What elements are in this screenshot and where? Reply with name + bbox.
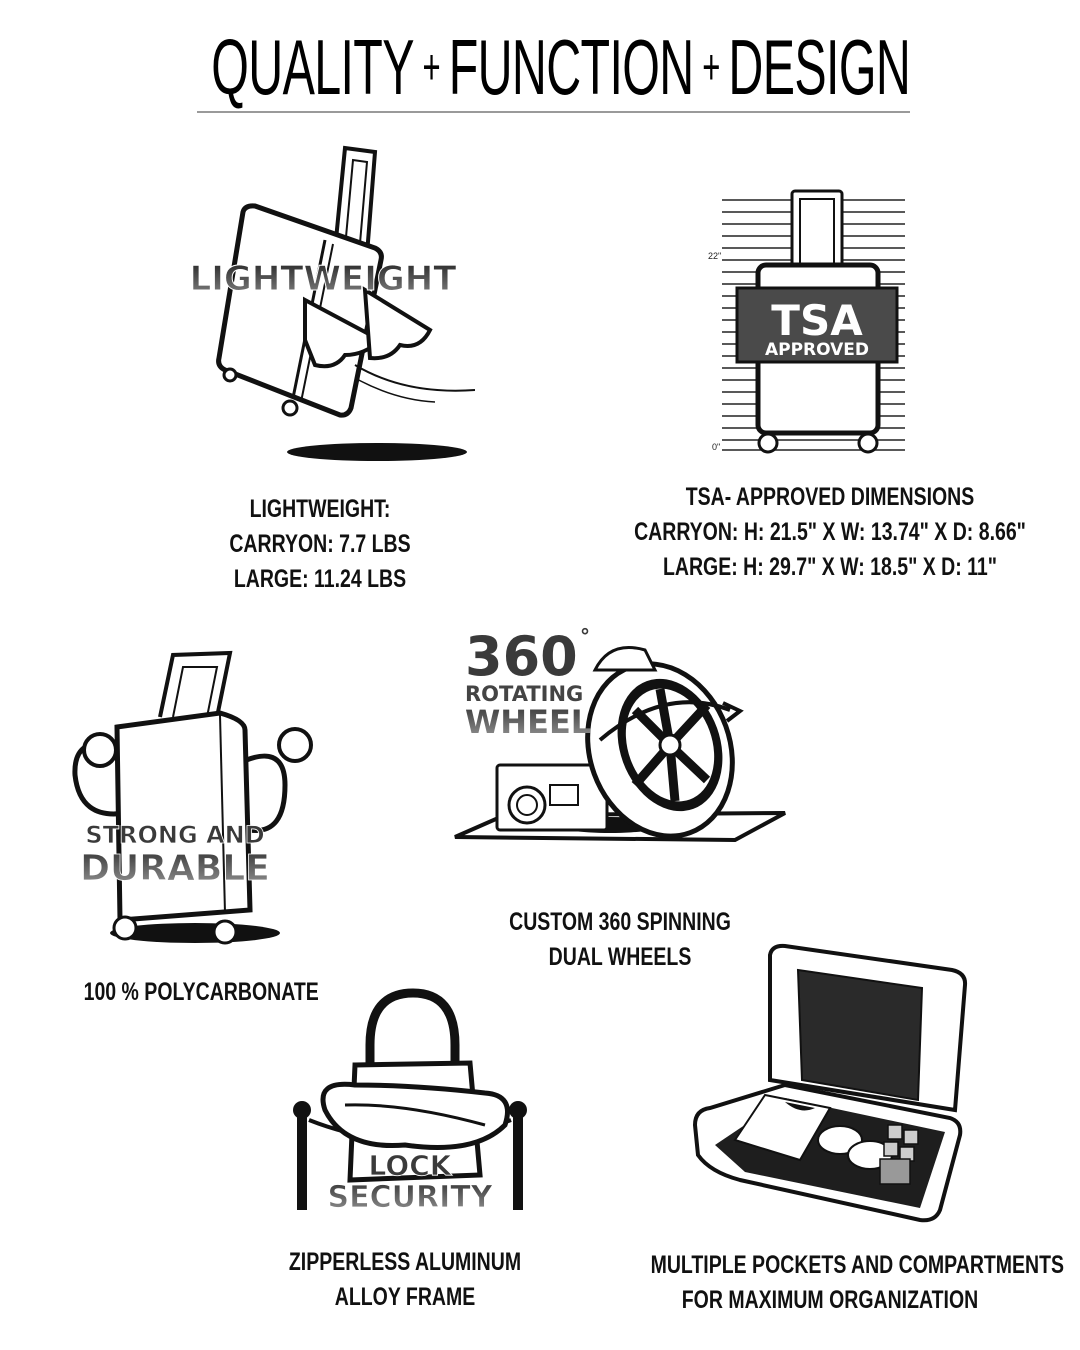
svg-text:APPROVED: APPROVED (765, 340, 869, 360)
caption-line: LARGE: 11.24 LBS (233, 565, 407, 593)
padlock-arms-crossed-icon: LOCK SECURITY (293, 988, 527, 1215)
title-quality: QUALITY (211, 23, 414, 111)
page-title: QUALITY+FUNCTION+DESIGN (211, 22, 910, 112)
wheel-caption: CUSTOM 360 SPINNING DUAL WHEELS (503, 905, 737, 975)
caption-line: CARRYON: 7.7 LBS (229, 530, 411, 558)
caption-line: MULTIPLE POCKETS AND COMPARTMENTS (650, 1251, 1065, 1279)
svg-text:LIGHTWEIGHT: LIGHTWEIGHT (190, 259, 458, 299)
svg-text:360: 360 (465, 625, 578, 688)
caption-line: ALLOY FRAME (334, 1283, 476, 1311)
caption-line: ZIPPERLESS ALUMINUM (288, 1248, 522, 1276)
caption-line: CUSTOM 360 SPINNING (509, 908, 731, 936)
open-suitcase-packed-icon (692, 943, 968, 1223)
caption-line: TSA- APPROVED DIMENSIONS (685, 483, 975, 511)
flying-suitcase-with-wings-icon: LIGHTWEIGHT (189, 145, 475, 461)
suitcase-height-chart-icon: 22" 0" TSA APPROVED (708, 189, 905, 454)
svg-text:DURABLE: DURABLE (80, 848, 270, 889)
title-plus: + (422, 39, 441, 95)
svg-text:0": 0" (712, 442, 720, 452)
svg-text:ROTATING: ROTATING (465, 682, 583, 706)
lock-caption: ZIPPERLESS ALUMINUM ALLOY FRAME (288, 1245, 522, 1315)
title-divider (197, 111, 910, 113)
svg-text:°: ° (580, 624, 590, 648)
strong-caption: 100 % POLYCARBONATE (83, 975, 319, 1010)
caption-line: DUAL WHEELS (548, 943, 692, 971)
title-design: DESIGN (728, 23, 911, 111)
organization-caption: MULTIPLE POCKETS AND COMPARTMENTS FOR MA… (650, 1248, 1065, 1318)
svg-text:22": 22" (708, 251, 721, 261)
caption-line: 100 % POLYCARBONATE (83, 978, 319, 1006)
svg-text:TSA: TSA (771, 296, 863, 345)
caption-line: FOR MAXIMUM ORGANIZATION (681, 1286, 979, 1314)
svg-text:STRONG AND: STRONG AND (85, 821, 264, 849)
spinning-wheel-boombox-icon: 360 ° ROTATING WHEEL (454, 624, 786, 843)
lightweight-caption: LIGHTWEIGHT: CARRYON: 7.7 LBS LARGE: 11.… (219, 492, 422, 597)
muscular-suitcase-icon: STRONG AND DURABLE (72, 650, 313, 945)
tsa-caption: TSA- APPROVED DIMENSIONS CARRYON: H: 21.… (619, 480, 1040, 585)
caption-line: LIGHTWEIGHT: (249, 495, 391, 523)
title-plus: + (702, 39, 720, 95)
svg-text:SECURITY: SECURITY (328, 1180, 494, 1215)
title-function: FUNCTION (448, 23, 694, 111)
caption-line: CARRYON: H: 21.5" X W: 13.74" X D: 8.66" (634, 518, 1026, 546)
caption-line: LARGE: H: 29.7" X W: 18.5" X D: 11" (662, 553, 998, 581)
svg-text:LOCK: LOCK (369, 1149, 453, 1182)
svg-text:WHEEL: WHEEL (465, 703, 591, 741)
